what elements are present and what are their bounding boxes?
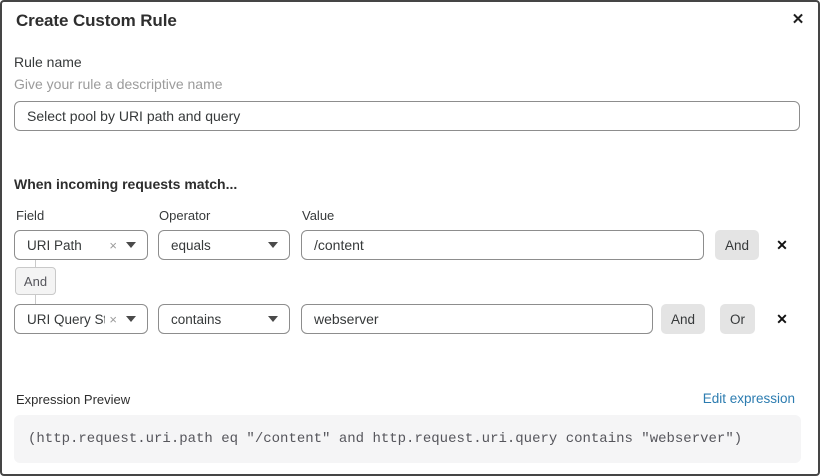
connector-and-badge: And [15, 267, 56, 295]
value-input-row1[interactable] [301, 230, 704, 260]
expression-code-block: (http.request.uri.path eq "/content" and… [14, 415, 801, 463]
rule-name-label: Rule name [14, 54, 82, 70]
clear-icon[interactable]: × [109, 237, 117, 253]
operator-select-row1-value: equals [171, 237, 211, 253]
edit-expression-link[interactable]: Edit expression [702, 391, 795, 406]
column-label-field: Field [16, 208, 45, 223]
delete-row2-icon[interactable]: ✕ [770, 304, 794, 334]
match-heading: When incoming requests match... [14, 176, 238, 192]
column-label-operator: Operator [159, 208, 211, 223]
and-button-row1[interactable]: And [715, 230, 759, 260]
chevron-down-icon [126, 316, 136, 322]
operator-select-row2[interactable]: contains [158, 304, 290, 334]
close-icon[interactable]: ✕ [787, 8, 809, 30]
field-select-row2[interactable]: URI Query St... × [14, 304, 148, 334]
rule-name-helper: Give your rule a descriptive name [14, 76, 223, 92]
operator-select-row2-value: contains [171, 311, 222, 327]
value-input-row2[interactable] [301, 304, 653, 334]
operator-select-row1[interactable]: equals [158, 230, 290, 260]
expression-preview-label: Expression Preview [16, 392, 131, 407]
field-select-row1-value: URI Path [27, 237, 82, 253]
delete-row1-icon[interactable]: ✕ [770, 230, 794, 260]
rule-name-input[interactable] [14, 101, 800, 131]
connector-line-top [35, 260, 36, 267]
column-label-value: Value [302, 208, 335, 223]
field-select-row2-value: URI Query St... [27, 311, 105, 327]
clear-icon[interactable]: × [109, 311, 117, 327]
connector-line-bottom [35, 295, 36, 304]
field-select-row1[interactable]: URI Path × [14, 230, 148, 260]
and-button-row2[interactable]: And [661, 304, 705, 334]
page-title: Create Custom Rule [16, 11, 177, 30]
expression-code: (http.request.uri.path eq "/content" and… [28, 431, 743, 447]
chevron-down-icon [268, 316, 278, 322]
chevron-down-icon [268, 242, 278, 248]
chevron-down-icon [126, 242, 136, 248]
or-button-row2[interactable]: Or [720, 304, 755, 334]
